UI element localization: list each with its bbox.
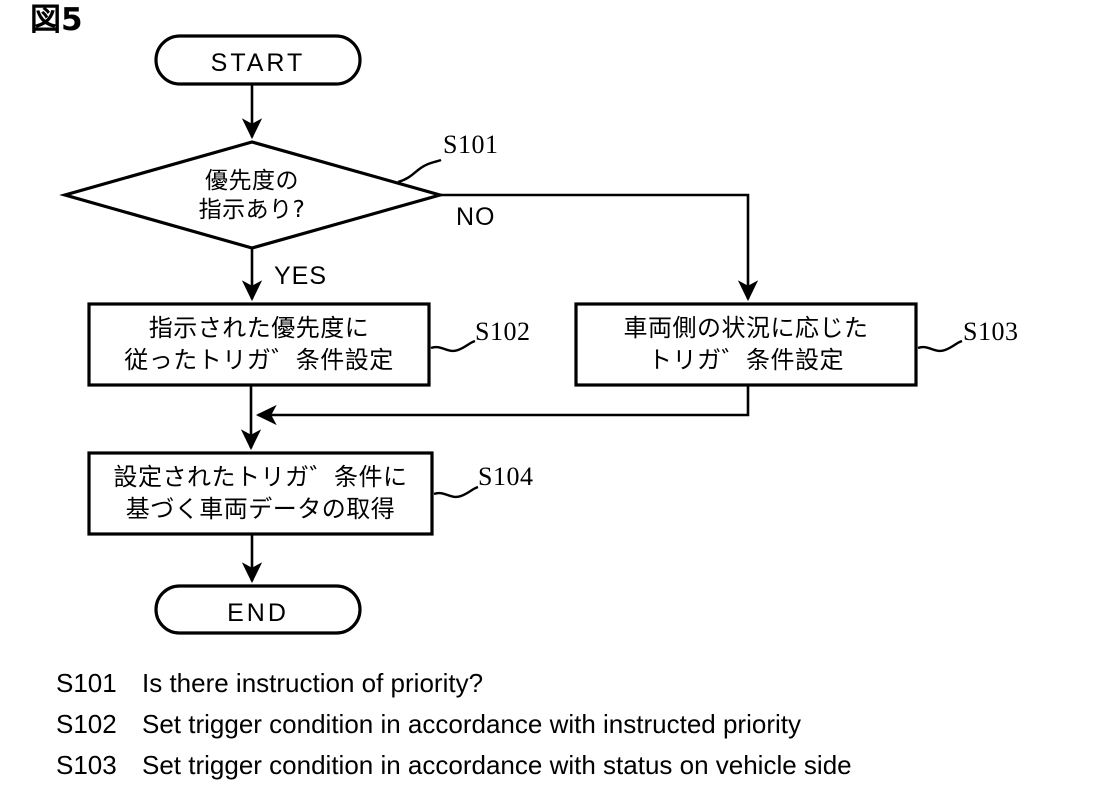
process-s102-line2: 従ったトリガ゛条件設定	[124, 346, 394, 374]
legend-code: S101	[56, 668, 117, 698]
process-s104-line2: 基づく車両データの取得	[125, 495, 396, 523]
connector-s103-merge	[255, 385, 750, 426]
process-s104-shape	[87, 451, 434, 536]
legend-description: Set trigger condition in accordance with…	[142, 709, 801, 739]
start-terminal-shape	[154, 34, 362, 86]
leader-s104	[433, 485, 479, 499]
step-ref-s103: S103	[963, 317, 1019, 346]
legend-description: Set trigger condition in accordance with…	[142, 750, 852, 780]
branch-label-yes: YES	[274, 262, 328, 290]
branch-label-no: NO	[456, 203, 496, 231]
leader-s102	[430, 339, 476, 353]
connector-no-to-s103	[440, 193, 759, 302]
legend-row: S102 Set trigger condition in accordance…	[56, 709, 1086, 750]
legend-code: S102	[56, 709, 117, 739]
process-s103-line1: 車両側の状況に応じた	[623, 314, 869, 342]
legend-description: Is there instruction of priority?	[142, 668, 484, 698]
leader-s101	[397, 158, 442, 184]
decision-text-line1: 優先度の	[205, 168, 299, 194]
process-s104-line1: 設定されたトリガ゛条件に	[113, 463, 408, 491]
legend-row: S101 Is there instruction of priority?	[56, 668, 1086, 709]
step-ref-s102: S102	[475, 317, 531, 346]
end-terminal-label: END	[227, 599, 289, 627]
legend-row: S103 Set trigger condition in accordance…	[56, 750, 1086, 786]
process-s103-line2: トリガ゛条件設定	[648, 346, 844, 374]
legend-list: S101 Is there instruction of priority? S…	[56, 668, 1086, 786]
step-ref-s101: S101	[443, 130, 499, 159]
process-s103-shape	[574, 302, 918, 387]
legend-code: S103	[56, 750, 117, 780]
end-terminal-shape	[154, 584, 362, 635]
leader-s103	[917, 339, 963, 353]
process-s102-shape	[87, 302, 431, 387]
decision-text-line2: 指示あり?	[198, 197, 306, 223]
step-ref-s104: S104	[478, 462, 534, 491]
process-s102-line1: 指示された優先度に	[148, 314, 370, 342]
flowchart-canvas	[59, 34, 963, 635]
figure-caption: 図5	[30, 2, 83, 38]
start-terminal-label: START	[210, 49, 306, 77]
